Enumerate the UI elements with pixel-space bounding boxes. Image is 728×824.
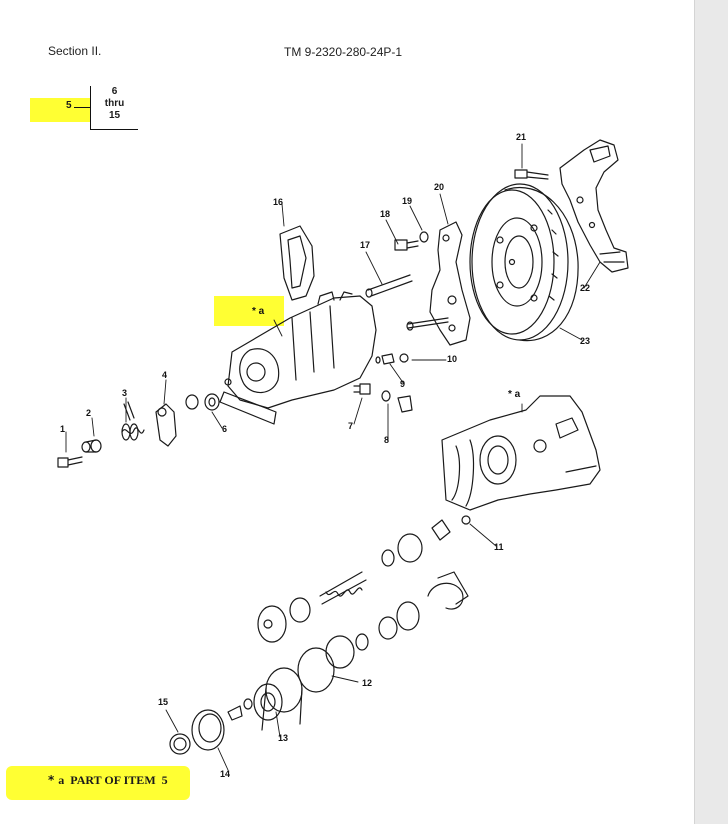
- section-heading: Section II.: [48, 44, 102, 58]
- callout-item-1: 1: [60, 424, 66, 434]
- anchor-plate-drawing: [406, 221, 471, 346]
- callout-item-16: 16: [273, 197, 284, 207]
- viewer-scrollbar-gutter[interactable]: [694, 0, 728, 824]
- ring-15-drawing: [169, 733, 191, 755]
- washer-19-drawing: [419, 231, 429, 243]
- callout-item-7: 7: [348, 421, 354, 431]
- callout-item-2: 2: [86, 408, 92, 418]
- highlight-assembly-marker: [214, 296, 284, 326]
- callout-item-17: 17: [360, 240, 371, 250]
- piston-stack-drawing: [257, 533, 469, 669]
- callout-item-8: 8: [384, 435, 390, 445]
- callout-item-20: 20: [434, 182, 445, 192]
- range-end: 15: [108, 110, 121, 121]
- seal-11-drawing: [461, 515, 471, 525]
- fitting-9-drawing: [375, 353, 395, 365]
- caliper-upper-drawing: [219, 291, 377, 425]
- reference-item-number: 5: [66, 100, 72, 111]
- legend-note: *a PART OF ITEM 5: [48, 773, 168, 788]
- washer-6-drawing: [185, 394, 199, 410]
- document-page: Section II. TM 9-2320-280-24P-1 5 6 thru…: [6, 44, 629, 800]
- assembly-marker-lower: * a: [508, 389, 521, 400]
- lever-4-drawing: [155, 403, 177, 447]
- callout-item-4: 4: [162, 370, 168, 380]
- callout-item-21: 21: [516, 132, 527, 142]
- cap-8-drawing: [397, 395, 413, 413]
- rotor-drawing: [469, 183, 579, 342]
- assembly-marker-upper: * a: [252, 306, 265, 317]
- legend-star: *: [48, 773, 55, 787]
- brake-pad-16-drawing: [279, 225, 315, 301]
- spring-11-drawing: [431, 519, 451, 541]
- seal-12-drawing: [297, 647, 335, 693]
- caliper-lower-drawing: [441, 395, 601, 511]
- callout-item-22: 22: [580, 283, 591, 293]
- callout-item-10: 10: [447, 354, 458, 364]
- boot-14-drawing: [191, 709, 225, 751]
- callout-item-14: 14: [220, 769, 231, 779]
- sleeve-2-drawing: [81, 439, 102, 453]
- range-start: 6: [111, 86, 118, 97]
- seal-6-drawing: [204, 393, 220, 411]
- fitting-10-drawing: [399, 353, 409, 363]
- tm-number: TM 9-2320-280-24P-1: [284, 45, 403, 59]
- reference-range-box: 6 thru 15: [90, 86, 138, 130]
- knuckle-drawing: [559, 139, 629, 273]
- washer-8-drawing: [381, 390, 391, 402]
- piston-13-drawing: [227, 667, 303, 731]
- callout-item-13: 13: [278, 733, 289, 743]
- bolt-18-drawing: [394, 239, 419, 251]
- bleeder-7-drawing: [353, 383, 371, 395]
- exploded-parts-drawing: [57, 139, 629, 771]
- leader-lines: [65, 143, 601, 771]
- callout-item-3: 3: [122, 388, 128, 398]
- reference-leader: [74, 107, 90, 108]
- highlight-legend: [6, 766, 190, 800]
- range-word: thru: [104, 98, 125, 109]
- highlight-item-reference: [30, 98, 90, 122]
- callout-item-6: 6: [222, 424, 228, 434]
- callout-item-23: 23: [580, 336, 591, 346]
- callout-item-12: 12: [362, 678, 373, 688]
- callout-item-9: 9: [400, 379, 406, 389]
- callout-item-18: 18: [380, 209, 391, 219]
- bolt-21-drawing: [514, 169, 549, 180]
- guide-pin-17-drawing: [365, 274, 413, 298]
- spring-3-drawing: [121, 401, 145, 441]
- legend-text: a PART OF ITEM 5: [58, 773, 168, 787]
- callout-item-15: 15: [158, 697, 169, 707]
- callout-item-11: 11: [494, 542, 504, 552]
- callout-item-19: 19: [402, 196, 413, 206]
- bolt-1-drawing: [57, 456, 83, 468]
